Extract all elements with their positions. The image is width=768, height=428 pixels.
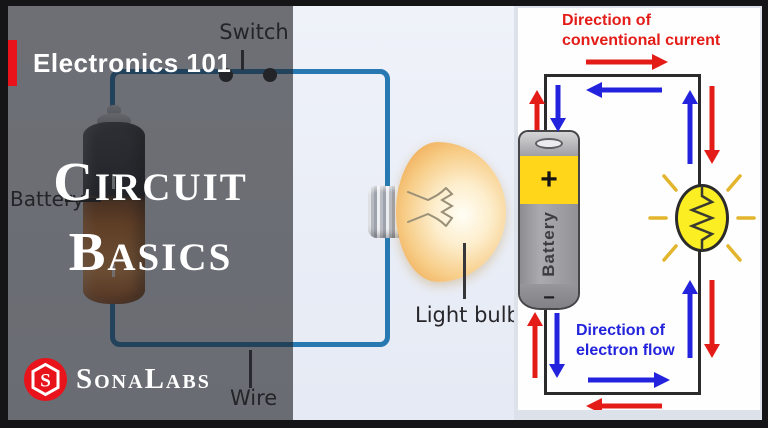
title-line-1: Circuit — [53, 151, 248, 212]
dark-overlay — [8, 6, 293, 420]
light-bulb-label: Light bulb — [415, 303, 514, 327]
conventional-caption-line1: Direction of — [562, 12, 651, 29]
diagram-panel: Direction of conventional current + Batt… — [518, 8, 760, 410]
battery-minus-cap: − — [520, 284, 578, 308]
circuit-illustration: Switch Battery Wire Light bulb Electroni… — [8, 6, 514, 420]
battery-body: Battery — [520, 204, 578, 284]
course-label: Electronics 101 — [33, 48, 232, 78]
light-bulb-pointer-line — [463, 243, 466, 299]
battery-top-cap — [520, 132, 578, 156]
title-line-2: Basics — [68, 221, 233, 282]
battery-positive-terminal — [535, 138, 563, 149]
bulb-rays-icon — [648, 174, 756, 262]
electron-flow-caption: Direction of electron flow — [576, 321, 675, 361]
current-arrows — [527, 54, 756, 410]
electron-caption-line1: Direction of — [576, 322, 665, 339]
current-direction-diagram: Direction of conventional current + Batt… — [514, 6, 762, 420]
bulb-glass — [396, 142, 506, 282]
electron-caption-line2: electron flow — [576, 342, 675, 359]
bulb-filament-icon — [407, 187, 454, 227]
brand-lockup: S SonaLabs — [24, 358, 211, 401]
page-title: Circuit Basics — [8, 147, 293, 287]
conventional-current-caption: Direction of conventional current — [562, 11, 720, 51]
brand-name: SonaLabs — [76, 363, 211, 395]
sonalabs-logo-icon: S — [24, 358, 67, 401]
conventional-caption-line2: conventional current — [562, 32, 721, 49]
electron-flow-arrows — [549, 82, 698, 388]
battery-symbol: + Battery − — [518, 130, 580, 310]
conventional-current-arrows — [527, 54, 720, 410]
bulb-zigzag-icon — [688, 186, 716, 250]
battery-plus-band: + — [520, 156, 578, 204]
accent-bar — [8, 40, 17, 86]
svg-text:S: S — [40, 371, 51, 392]
